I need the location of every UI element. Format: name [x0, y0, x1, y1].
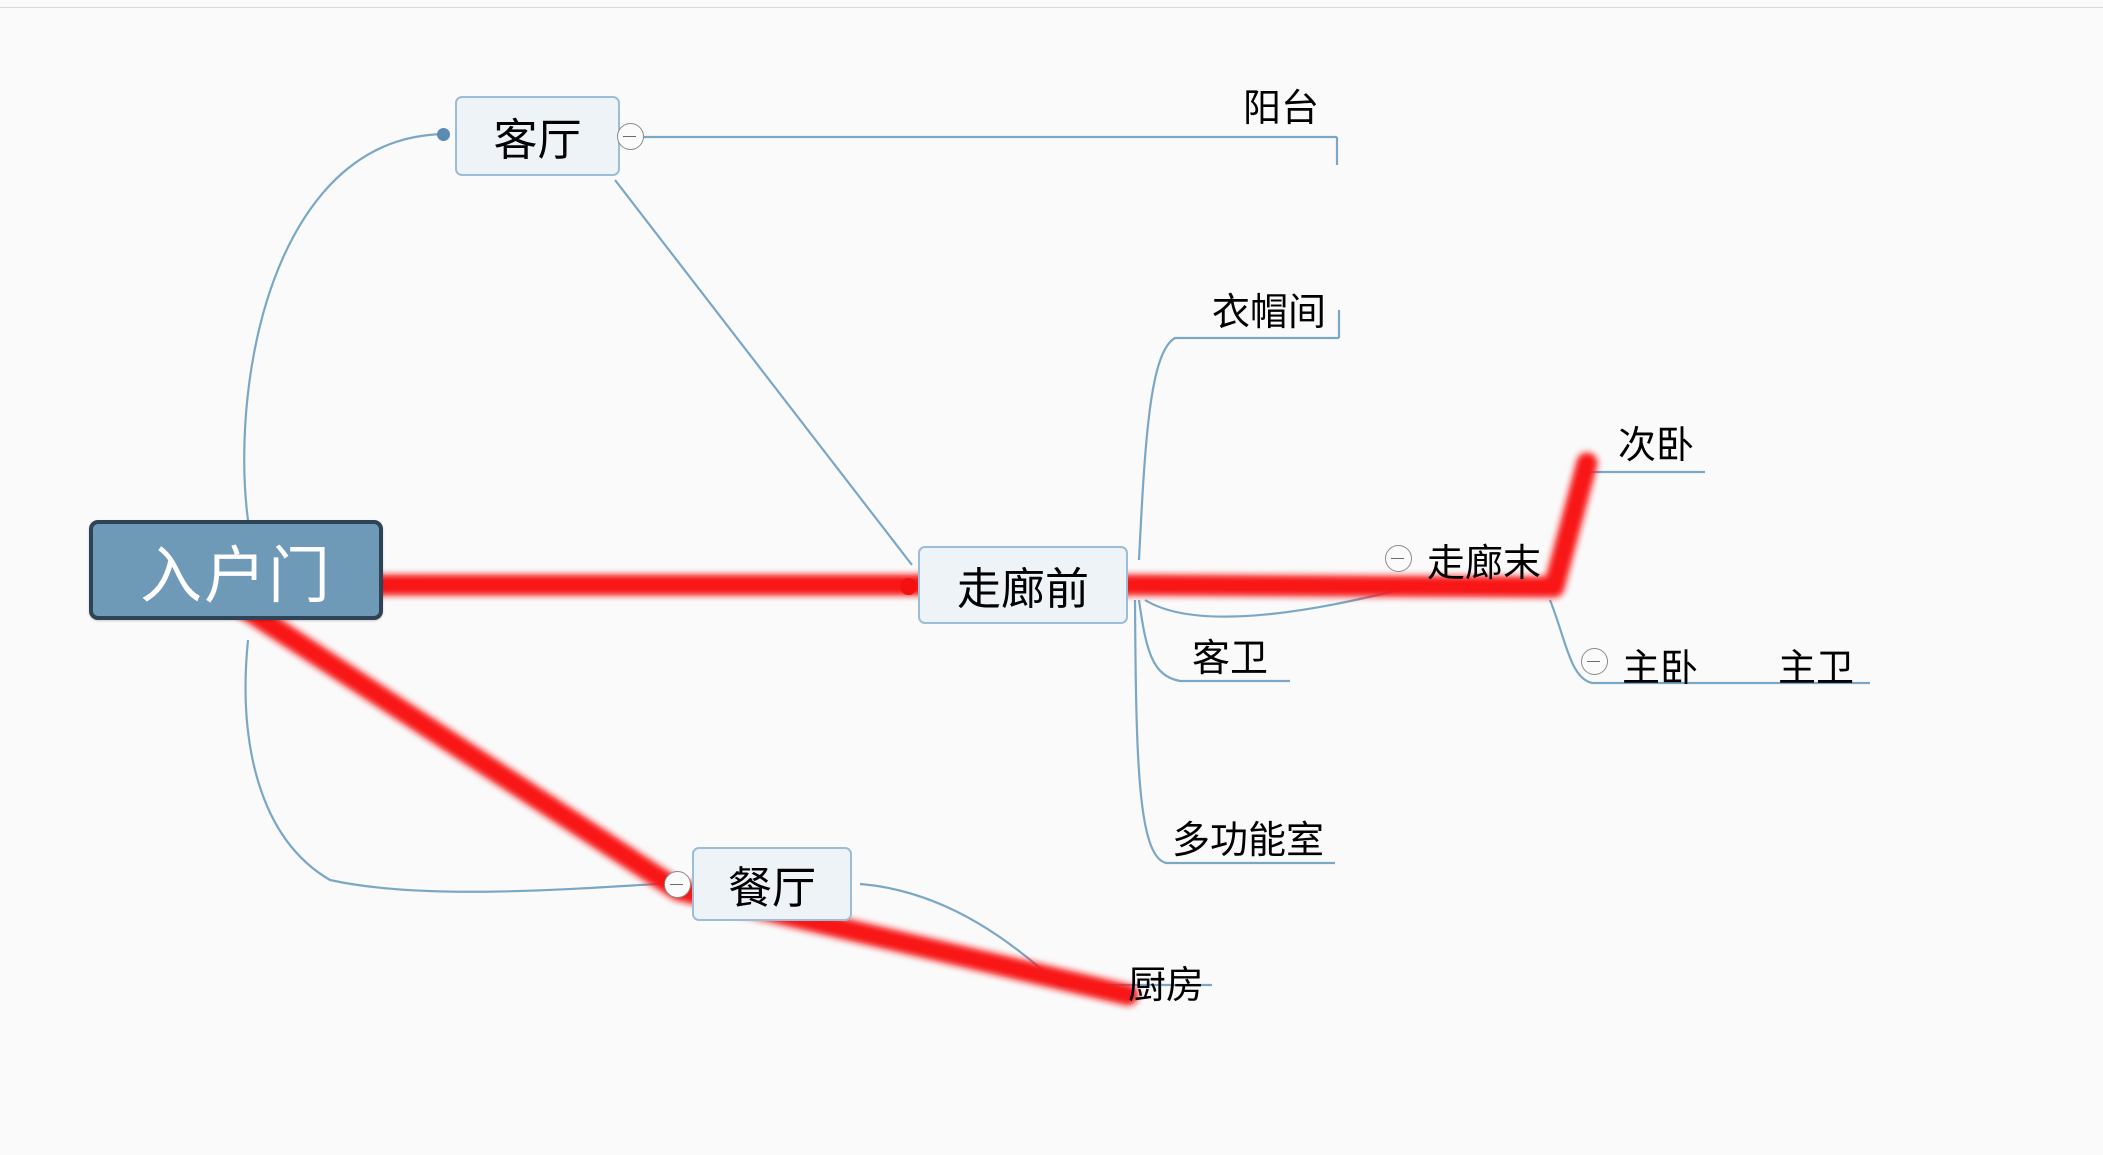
node-keting-anchor-dot: [437, 128, 450, 141]
edge-root-canting: [244, 639, 673, 893]
node-label: 入户门: [139, 542, 332, 611]
edge-zoulangqian-zoulangmo: [1144, 588, 1401, 618]
node-label: 客卫: [1192, 637, 1269, 680]
node-duogongnengshi[interactable]: 多功能室: [1172, 810, 1362, 862]
node-kewei[interactable]: 客卫: [1192, 628, 1302, 680]
top-divider: [0, 7, 2103, 8]
collapse-toggle-keting[interactable]: [617, 123, 644, 150]
collapse-toggle-zhuwo[interactable]: [1581, 648, 1608, 675]
node-chufang[interactable]: 厨房: [1128, 955, 1238, 1007]
edge-root-zoulangqian: [289, 578, 911, 589]
edge-root-keting: [243, 132, 444, 521]
node-label: 主卫: [1778, 647, 1855, 690]
node-label: 客厅: [493, 116, 582, 165]
node-zoulangqian-anchor-dot: [900, 578, 917, 595]
node-keting[interactable]: 客厅: [455, 96, 620, 176]
node-ciwo[interactable]: 次卧: [1618, 415, 1728, 467]
node-zhuwei[interactable]: 主卫: [1778, 638, 1888, 690]
node-zhuwo[interactable]: 主卧: [1622, 638, 1732, 690]
edge-zoulangqian-kewei: [1137, 599, 1290, 683]
node-label: 阳台: [1243, 87, 1320, 130]
edge-zoulangqian-yimaojian: [1137, 336, 1339, 561]
node-yimaojian[interactable]: 衣帽间: [1212, 282, 1362, 334]
node-zoulangmo[interactable]: 走廊末: [1427, 533, 1577, 585]
node-canting[interactable]: 餐厅: [692, 847, 852, 921]
node-label: 走廊末: [1427, 542, 1542, 585]
node-label: 厨房: [1128, 964, 1205, 1007]
node-label: 衣帽间: [1212, 291, 1327, 334]
node-zoulangqian[interactable]: 走廊前: [918, 546, 1128, 624]
node-yangtai[interactable]: 阳台: [1243, 78, 1353, 130]
node-root-entrance[interactable]: 入户门: [89, 520, 383, 620]
node-label: 多功能室: [1172, 819, 1325, 862]
edge-keting-zoulangqian: [614, 179, 913, 566]
node-label: 次卧: [1618, 424, 1695, 467]
collapse-toggle-zoulangmo[interactable]: [1385, 545, 1412, 572]
node-label: 走廊前: [957, 565, 1089, 614]
node-label: 主卧: [1622, 647, 1699, 690]
collapse-toggle-canting[interactable]: [664, 871, 691, 898]
node-label: 餐厅: [728, 864, 816, 913]
edge-zoulangmo-zhuwo: [1548, 599, 1630, 685]
